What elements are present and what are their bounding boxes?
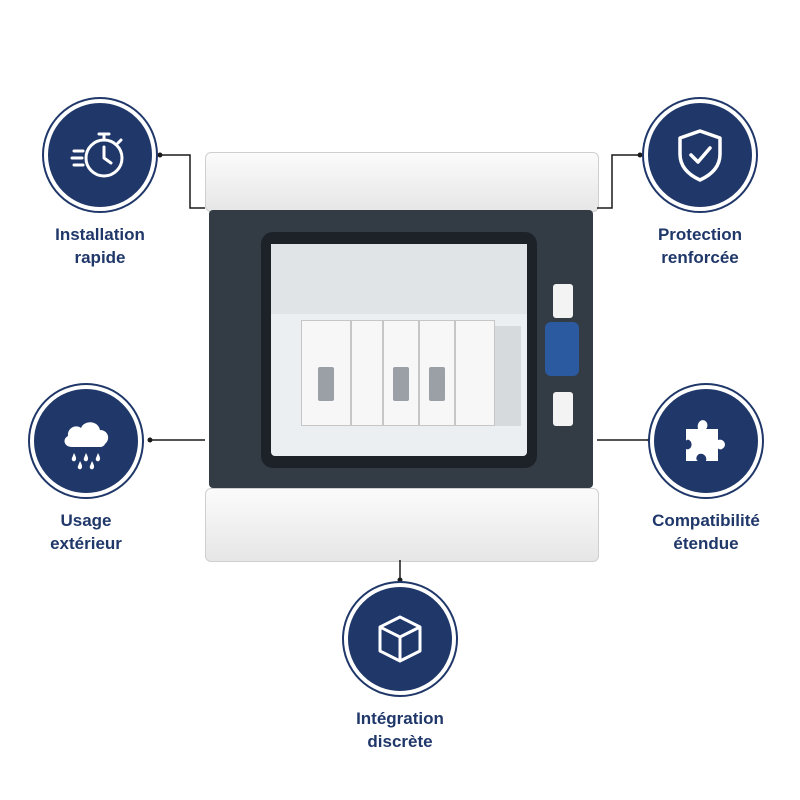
breaker-module <box>383 320 419 426</box>
feature-integration: Intégration discrète <box>300 583 500 753</box>
puzzle-piece-icon <box>686 420 725 461</box>
shield-check-icon <box>678 129 722 182</box>
rain-cloud-icon <box>64 422 109 470</box>
door-latch <box>545 322 579 376</box>
enclosure-window <box>261 232 537 468</box>
feature-label-line2: extérieur <box>50 534 122 553</box>
electrical-enclosure-image <box>205 152 599 562</box>
feature-label-line1: Protection <box>657 225 743 244</box>
feature-badge <box>344 583 456 695</box>
enclosure-bottom-cap <box>205 488 599 562</box>
feature-protection: Protection renforcée <box>600 99 800 269</box>
feature-badge <box>44 99 156 211</box>
feature-label-line2: étendue <box>673 534 739 553</box>
enclosure-top-cap <box>205 152 599 212</box>
enclosure-interior <box>271 244 527 456</box>
feature-label-line1: Intégration <box>356 709 444 728</box>
feature-label-line1: Compatibilité <box>652 511 760 530</box>
breaker-module <box>301 320 351 426</box>
feature-label-line2: renforcée <box>661 248 739 267</box>
stopwatch-icon <box>70 132 124 178</box>
feature-usage: Usage extérieur <box>0 385 186 555</box>
hinge <box>553 284 573 318</box>
hinge <box>553 392 573 426</box>
box-3d-icon <box>378 615 422 663</box>
feature-compatibilite: Compatibilité étendue <box>606 385 800 555</box>
feature-badge <box>644 99 756 211</box>
feature-installation: Installation rapide <box>0 99 200 269</box>
breaker-module <box>419 320 455 426</box>
feature-label-line2: rapide <box>74 248 126 267</box>
feature-badge <box>30 385 142 497</box>
breaker-module <box>351 320 383 426</box>
enclosure-door <box>209 210 593 488</box>
surge-protector-module <box>455 320 495 426</box>
feature-label-line1: Usage <box>60 511 112 530</box>
feature-label-line1: Installation <box>55 225 145 244</box>
feature-badge <box>650 385 762 497</box>
feature-label-line2: discrète <box>367 732 433 751</box>
